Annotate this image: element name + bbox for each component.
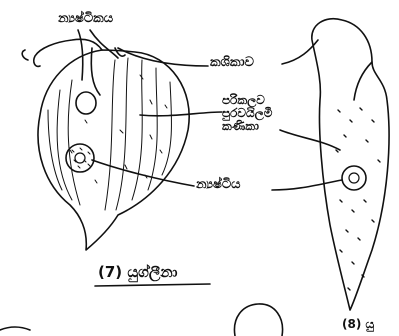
pointer-flagellum (118, 48, 208, 66)
pointer-pellicle (140, 112, 222, 116)
pointer-nucleus-right (272, 180, 342, 190)
caption-left: (7) යුග්ලීනා (98, 264, 177, 281)
bottom-left-mark (0, 327, 30, 330)
label-flagellum: කශිකාව (210, 56, 254, 70)
left-cell-striations (48, 58, 172, 210)
right-nucleus (342, 166, 366, 190)
label-nucleolus: න්‍යෂ්ටිකය (58, 12, 113, 26)
caption-right: (8) යු (342, 318, 374, 331)
pointer-nucleolus (78, 30, 83, 80)
right-cell-outline (312, 19, 389, 310)
right-cell-inner (354, 62, 372, 100)
left-eyespot (76, 92, 96, 114)
bottom-circle-partial (234, 304, 282, 336)
label-pellicle: පරිකලව පුරවයිලමී කණිකා (222, 94, 292, 134)
pointer-nucleolus-2 (90, 30, 118, 58)
caption-underline (95, 284, 210, 286)
label-nucleus: න්‍යෂ්ටිය (196, 178, 241, 192)
label-pellicle-line3: කණිකා (222, 120, 292, 133)
left-cell-granules (70, 75, 167, 183)
right-cell-granules (336, 108, 380, 290)
pointer-nucleus (92, 160, 194, 186)
left-flagellum-tip (22, 50, 28, 60)
left-reservoir (91, 48, 100, 95)
